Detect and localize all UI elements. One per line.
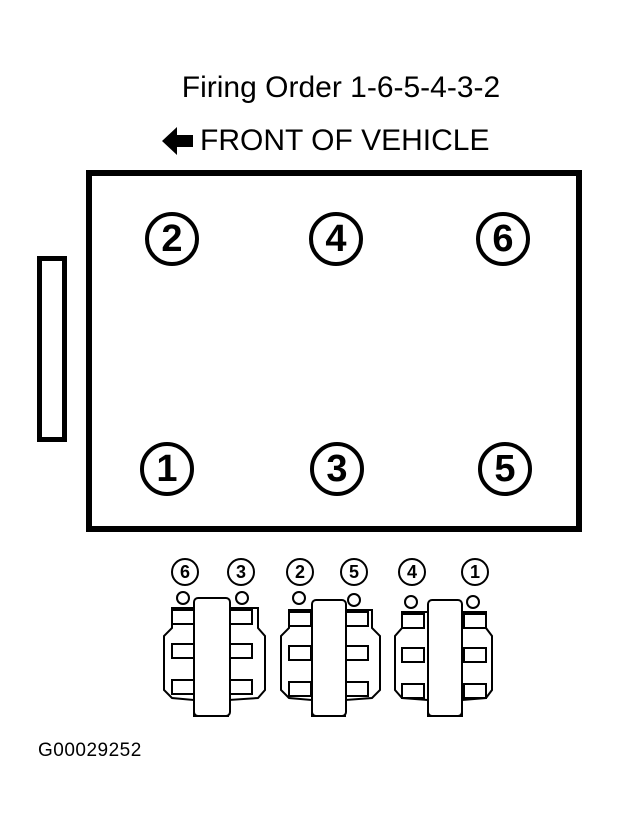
- cylinder-6: 6: [476, 212, 530, 266]
- engine-block-outline: [86, 170, 582, 532]
- cylinder-2: 2: [145, 212, 199, 266]
- crank-pulley: [37, 256, 67, 442]
- coil-terminal-2: 2: [286, 558, 314, 586]
- cylinder-4: 4: [309, 212, 363, 266]
- front-of-vehicle-label: FRONT OF VEHICLE: [200, 124, 490, 157]
- coil-pack-2: [280, 591, 381, 717]
- firing-order-title: Firing Order 1-6-5-4-3-2: [181, 71, 501, 104]
- coil-terminal-1: 1: [461, 558, 489, 586]
- coil-terminal-5: 5: [340, 558, 368, 586]
- coil-terminal-6: 6: [171, 558, 199, 586]
- coil-terminal-3: 3: [227, 558, 255, 586]
- front-of-vehicle-indicator: FRONT OF VEHICLE: [162, 122, 489, 160]
- coil-pack-3: [394, 595, 493, 717]
- left-arrow-icon: [162, 127, 193, 155]
- cylinder-5: 5: [478, 442, 532, 496]
- coil-pack-1: [163, 591, 266, 717]
- figure-id: G00029252: [38, 740, 142, 761]
- coil-terminal-4: 4: [398, 558, 426, 586]
- cylinder-1: 1: [140, 442, 194, 496]
- cylinder-3: 3: [310, 442, 364, 496]
